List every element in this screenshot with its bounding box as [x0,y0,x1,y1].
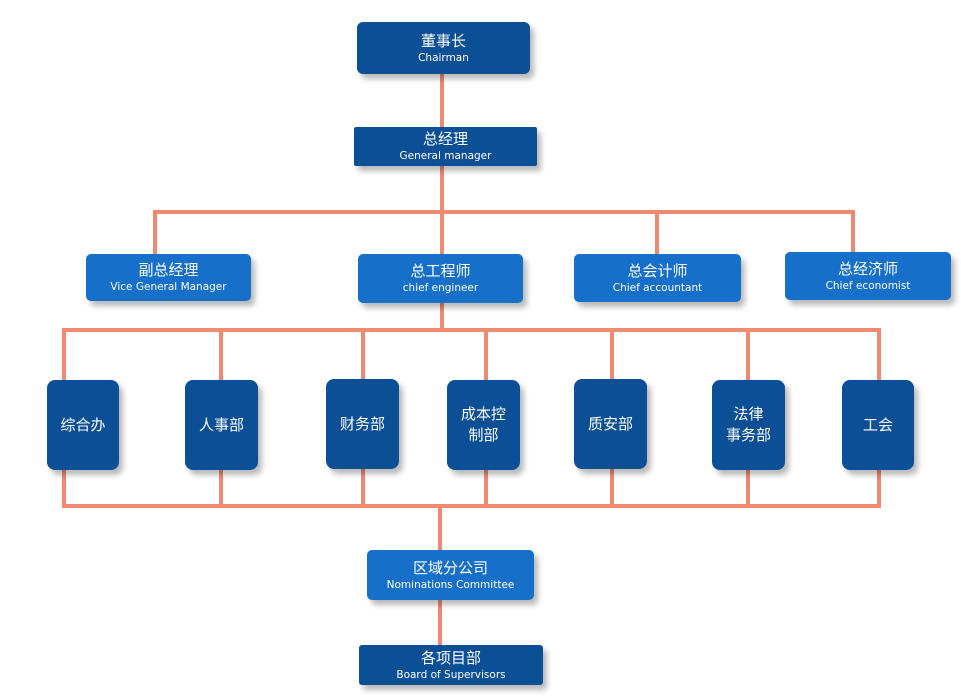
chairman-box: 董事长 Chairman [357,22,530,74]
chief-accountant-label-cn: 总会计师 [627,261,688,280]
regional-branch-box: 区域分公司 Nominations Committee [367,550,534,600]
chief-engineer-label-cn: 总工程师 [410,262,471,280]
department-label: 质安部 [587,414,633,433]
department-label: 综合办 [60,415,106,434]
vice-general-manager-label-en: Vice General Manager [110,281,227,293]
department-label: 财务部 [339,414,385,433]
chief-engineer-box: 总工程师 chief engineer [358,254,523,303]
vice-general-manager-label-cn: 副总经理 [138,261,199,279]
chief-economist-label-en: Chief economist [825,279,911,292]
department-box: 工会 [842,380,914,470]
department-label: 人事部 [198,415,244,434]
chairman-label-en: Chairman [418,51,469,64]
department-box: 质安部 [574,379,647,469]
vice-general-manager-box: 副总经理 Vice General Manager [86,254,251,301]
chief-engineer-label-en: chief engineer [402,282,479,294]
general-manager-label-cn: 总经理 [422,130,468,148]
department-box: 人事部 [185,380,258,470]
department-label: 成本控 制部 [460,405,506,444]
project-departments-label-en: Board of Supervisors [396,668,506,681]
department-label: 工会 [862,415,893,434]
general-manager-label-en: General manager [399,150,492,162]
department-box: 成本控 制部 [447,380,520,470]
chief-accountant-box: 总会计师 Chief accountant [574,254,741,302]
general-manager-box: 总经理 General manager [354,127,537,166]
department-label: 法律 事务部 [725,405,771,444]
chief-accountant-label-en: Chief accountant [612,281,703,294]
department-box: 财务部 [326,379,399,469]
chief-economist-box: 总经济师 Chief economist [785,252,951,300]
project-departments-label-cn: 各项目部 [420,648,481,667]
chairman-label-cn: 董事长 [420,31,466,50]
department-box: 综合办 [47,380,119,470]
department-box: 法律 事务部 [712,380,785,470]
chief-economist-label-cn: 总经济师 [837,259,898,278]
regional-branch-label-en: Nominations Committee [386,578,515,591]
project-departments-box: 各项目部 Board of Supervisors [359,645,543,685]
regional-branch-label-cn: 区域分公司 [412,558,488,577]
